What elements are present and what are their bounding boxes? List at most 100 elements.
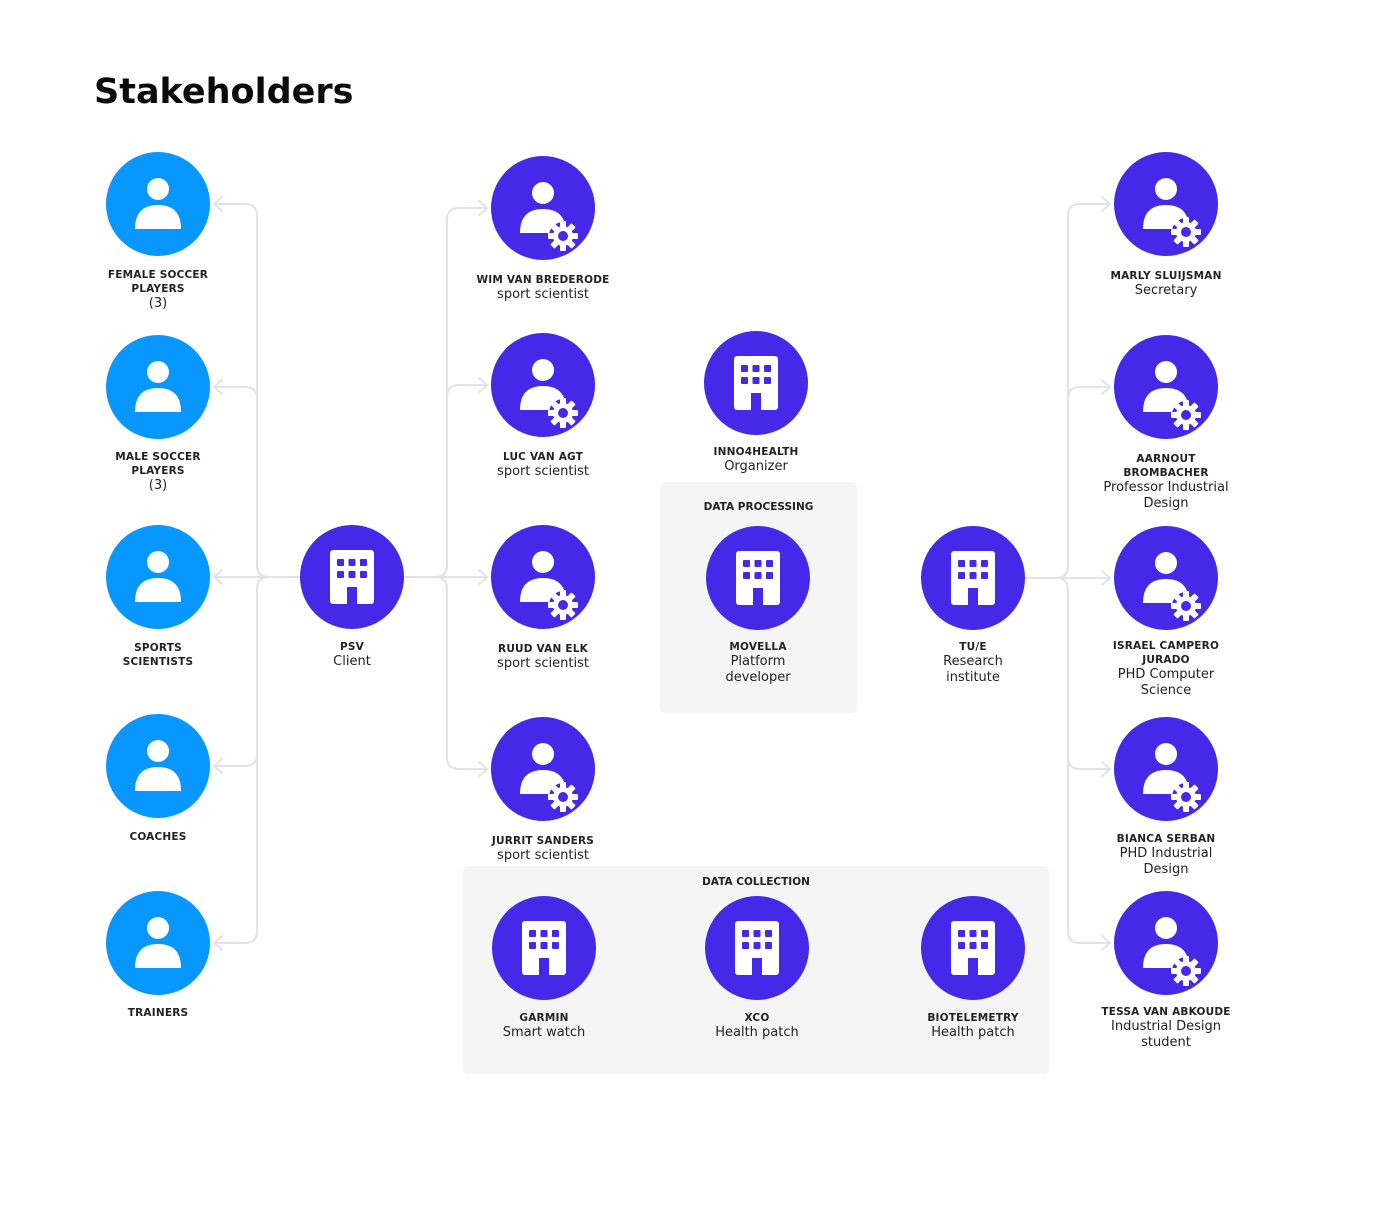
stakeholder-name: BIANCA SERBAN <box>1116 833 1216 845</box>
stakeholder-name: ISRAEL CAMPERO JURADO <box>1112 640 1220 666</box>
stakeholder-name: TU/E <box>959 641 987 653</box>
stakeholder-name: TESSA VAN ABKOUDE <box>1101 1006 1231 1018</box>
stakeholder-role: PHD Computer Science <box>1117 667 1215 698</box>
connector-psv-to-trainers <box>214 576 300 944</box>
stakeholder-name: MALE SOCCER PLAYERS <box>115 451 201 477</box>
stakeholder-name: LUC VAN AGT <box>502 451 584 463</box>
building-icon <box>300 525 404 629</box>
person-gear-icon <box>1114 152 1218 256</box>
person-gear-icon <box>491 525 595 629</box>
stakeholder-role: PHD Industrial Design <box>1119 846 1213 877</box>
arrowhead <box>1101 935 1111 951</box>
stakeholder-label: FEMALE SOCCER PLAYERS(3) <box>103 268 213 312</box>
connector-psv-to-jurrit <box>404 576 487 770</box>
data-collection-title: DATA COLLECTION <box>702 876 810 888</box>
stakeholder-role: sport scientist <box>497 464 589 479</box>
stakeholder-label: SPORTS SCIENTISTS <box>113 641 203 669</box>
arrowhead <box>213 758 223 774</box>
connector-psv-to-male_players <box>214 386 300 578</box>
stakeholder-name: WIM VAN BREDERODE <box>476 274 610 286</box>
stakeholder-role: Industrial Design student <box>1111 1019 1221 1050</box>
arrowhead <box>478 569 488 585</box>
person-gear-icon <box>491 717 595 821</box>
person-icon <box>106 525 210 629</box>
arrowhead <box>478 377 488 393</box>
arrowhead <box>1101 379 1111 395</box>
person-gear-icon <box>1114 335 1218 439</box>
person-icon <box>106 335 210 439</box>
stakeholder-role: (3) <box>148 296 168 311</box>
person-gear-icon <box>1114 891 1218 995</box>
stakeholder-role: (3) <box>148 478 168 493</box>
person-gear-icon <box>491 156 595 260</box>
person-icon <box>106 714 210 818</box>
stakeholder-role: Health patch <box>931 1025 1015 1040</box>
stakeholder-name: XCO <box>744 1012 770 1024</box>
data-processing-title: DATA PROCESSING <box>703 501 814 513</box>
person-gear-icon <box>491 333 595 437</box>
building-icon <box>921 896 1025 1000</box>
building-icon <box>705 896 809 1000</box>
arrowhead <box>1101 196 1111 212</box>
arrowhead <box>213 935 223 951</box>
stakeholder-role: sport scientist <box>497 848 589 863</box>
building-icon <box>706 526 810 630</box>
stakeholder-name: FEMALE SOCCER PLAYERS <box>107 269 209 295</box>
stakeholder-name: GARMIN <box>519 1012 569 1024</box>
stakeholder-name: COACHES <box>129 831 187 843</box>
stakeholder-name: RUUD VAN ELK <box>498 643 588 655</box>
stakeholder-name: AARNOUT BROMBACHER <box>1123 453 1209 479</box>
stakeholder-label: TRAINERS <box>58 1006 258 1020</box>
arrowhead <box>1101 761 1111 777</box>
building-icon <box>921 526 1025 630</box>
building-icon <box>704 331 808 435</box>
stakeholder-role: Client <box>333 654 371 669</box>
stakeholder-name: MARLY SLUIJSMAN <box>1110 270 1222 282</box>
stakeholder-role: Smart watch <box>502 1025 586 1040</box>
person-gear-icon <box>1114 717 1218 821</box>
person-gear-icon <box>1114 526 1218 630</box>
person-icon <box>106 152 210 256</box>
stakeholder-name: JURRIT SANDERS <box>491 835 595 847</box>
stakeholder-role: Research institute <box>943 654 1003 685</box>
arrowhead <box>213 196 223 212</box>
stakeholder-name: SPORTS SCIENTISTS <box>122 642 194 668</box>
building-icon <box>492 896 596 1000</box>
stakeholder-label: COACHES <box>58 830 258 844</box>
stakeholder-role: sport scientist <box>497 287 589 302</box>
stakeholder-label: MALE SOCCER PLAYERS(3) <box>108 450 208 494</box>
stakeholder-name: TRAINERS <box>127 1007 189 1019</box>
stakeholder-role: Platform developer <box>725 654 791 685</box>
stakeholder-role: Professor Industrial Design <box>1103 480 1229 511</box>
stakeholder-name: PSV <box>340 641 364 653</box>
arrowhead <box>213 569 223 585</box>
stakeholder-role: Secretary <box>1134 283 1198 298</box>
arrowhead <box>213 379 223 395</box>
arrowhead <box>1101 570 1111 586</box>
stakeholder-role: Organizer <box>724 459 788 474</box>
stakeholder-role: sport scientist <box>497 656 589 671</box>
person-icon <box>106 891 210 995</box>
stakeholder-name: BIOTELEMETRY <box>927 1012 1019 1024</box>
connector-tue-to-tessa <box>1025 577 1110 944</box>
stakeholder-name: MOVELLA <box>729 641 787 653</box>
arrowhead <box>478 761 488 777</box>
connector-tue-to-aarnout <box>1025 386 1110 579</box>
arrowhead <box>478 200 488 216</box>
connector-psv-to-wim <box>404 207 487 578</box>
